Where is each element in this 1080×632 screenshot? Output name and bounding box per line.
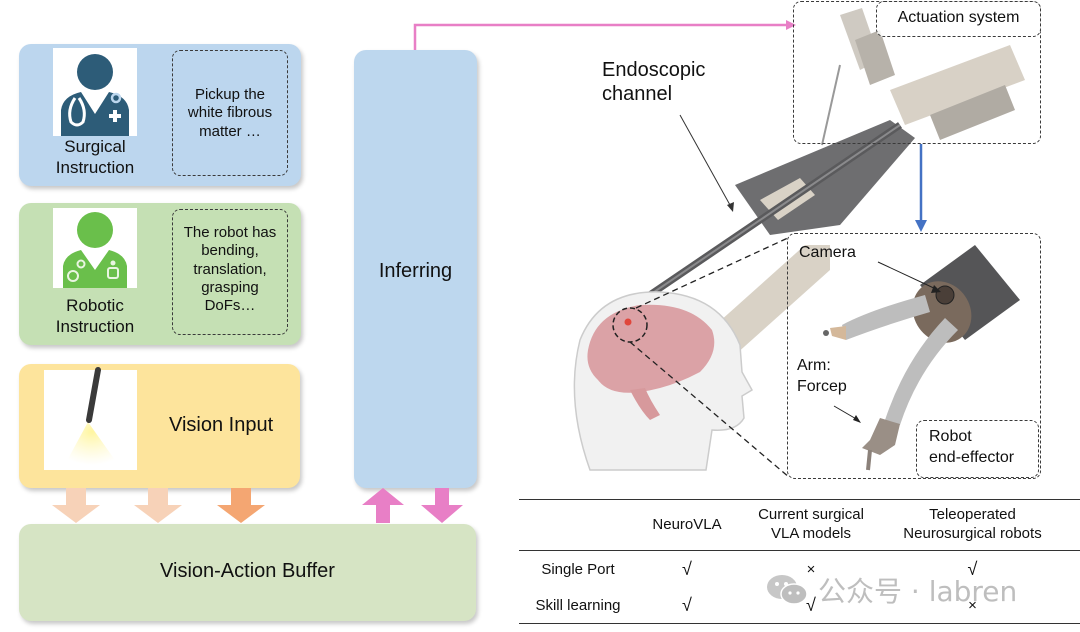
forcep-pointer-line <box>833 405 859 421</box>
surgical-instruction-card: Surgical Instruction Pickup the white fi… <box>19 44 301 186</box>
endoscopic-channel-label: Endoscopic channel <box>602 59 706 105</box>
down-arrow-1 <box>52 488 100 523</box>
arm-forcep-label: Arm: Forcep <box>797 357 847 395</box>
surgical-instruction-label: Surgical Instruction <box>55 137 135 177</box>
robotic-instruction-label: Robotic Instruction <box>55 296 135 336</box>
robotic-instruction-card: Robotic Instruction The robot has bendin… <box>19 203 301 345</box>
header-teleoperated: Teleoperated Neurosurgical robots <box>903 506 1042 542</box>
actuation-system-label: Actuation system <box>897 9 1020 26</box>
cell: √ <box>806 594 816 615</box>
cell: × <box>806 560 816 578</box>
forcep-gripper <box>862 418 900 455</box>
camera-pointer-line <box>877 261 939 291</box>
inferring-label: Inferring <box>378 260 453 282</box>
header-current-vla: Current surgical VLA models <box>758 506 864 542</box>
surgical-instruction-bubble: Pickup the white fibrous matter … <box>172 50 288 176</box>
effector-barrel <box>920 245 1020 340</box>
endoscopic-pointer-line <box>679 114 731 206</box>
down-arrow-3 <box>217 488 265 523</box>
cell: × <box>968 596 977 614</box>
vision-action-buffer-box: Vision-Action Buffer <box>19 524 476 621</box>
robotic-instruction-bubble: The robot has bending, translation, gras… <box>172 209 288 335</box>
cell: √ <box>682 594 692 615</box>
actuation-system-label-box: Actuation system <box>876 1 1041 37</box>
end-effector-frame <box>787 233 1041 479</box>
watermark-text: 公众号 · labren <box>818 575 1018 608</box>
vision-input-label: Vision Input <box>169 414 274 436</box>
camera-lens <box>935 285 955 305</box>
support-block <box>710 245 830 355</box>
table-row: Single Port √ × √ <box>519 551 1080 587</box>
watermark: 公众号 · labren <box>764 570 1017 610</box>
inferring-box: Inferring <box>354 50 477 488</box>
wechat-icon <box>767 575 808 605</box>
table-header-row: NeuroVLA Current surgical VLA models Tel… <box>519 500 1080 550</box>
inferring-buffer-arrows <box>362 488 463 523</box>
row-label: Single Port <box>541 560 615 578</box>
robot-end-effector-label-box: Robot end-effector <box>916 420 1039 478</box>
header-neurovla: NeuroVLA <box>652 515 722 533</box>
cell: √ <box>682 558 692 579</box>
vision-action-buffer-label: Vision-Action Buffer <box>160 560 335 582</box>
vision-input-card: Vision Input <box>19 364 300 488</box>
target-site <box>624 318 632 326</box>
doctor-icon <box>53 48 137 136</box>
comparison-table: NeuroVLA Current surgical VLA models Tel… <box>519 499 1080 624</box>
down-arrow-pink <box>421 488 463 523</box>
cell: √ <box>967 558 978 579</box>
robot-illustration <box>573 8 1025 479</box>
up-arrow-pink <box>362 488 404 523</box>
inferring-to-actuation-arrow <box>413 20 796 50</box>
effector-arm-left <box>842 295 930 340</box>
robot-person-icon <box>53 208 137 288</box>
vision-to-buffer-arrows <box>52 488 265 523</box>
brain <box>587 304 715 393</box>
down-arrow-2 <box>134 488 182 523</box>
effector-arm-right <box>885 318 958 425</box>
actuator-motor-2 <box>890 45 1025 125</box>
row-label: Skill learning <box>535 596 621 614</box>
camera-label: Camera <box>799 244 856 261</box>
table-row: Skill learning √ √ × <box>519 587 1080 623</box>
endoscope-light-icon <box>44 367 137 470</box>
